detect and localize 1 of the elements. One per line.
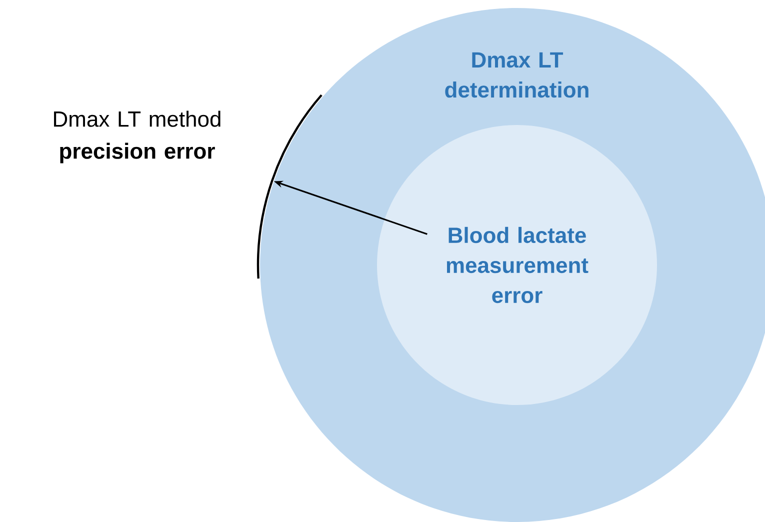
annotation-text: Dmax LT method precision error xyxy=(54,110,220,164)
